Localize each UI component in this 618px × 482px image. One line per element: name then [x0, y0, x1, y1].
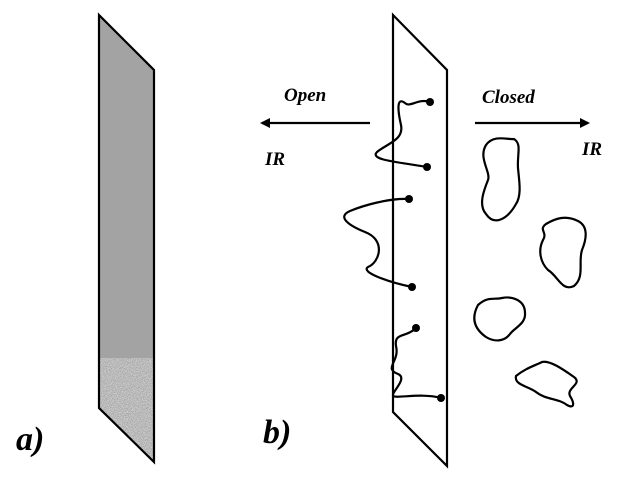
panel-b-strip — [391, 12, 449, 469]
panel-b-label: b) — [263, 414, 291, 451]
open-label: Open — [284, 85, 326, 106]
anchor-dot — [423, 163, 431, 171]
anchor-dots — [405, 98, 445, 402]
anchor-dot — [426, 98, 434, 106]
free-globules — [473, 137, 587, 408]
strip-body — [99, 15, 154, 462]
coated-region — [99, 358, 154, 462]
panel-a-strip — [97, 12, 156, 465]
panel-a-label: a) — [16, 421, 44, 458]
anchor-dot — [405, 195, 413, 203]
globule-2 — [539, 216, 587, 289]
strip-outline — [97, 12, 156, 465]
closed-label: Closed — [482, 87, 535, 108]
chain-3 — [390, 326, 443, 400]
chain-2 — [343, 197, 414, 289]
globule-3 — [473, 296, 527, 342]
anchor-dot — [412, 324, 420, 332]
anchor-dot — [437, 394, 445, 402]
chain-1 — [374, 99, 432, 169]
tethered-chains — [343, 99, 443, 400]
globule-4 — [514, 360, 578, 408]
anchor-dot — [408, 283, 416, 291]
open-ir-label: IR — [264, 149, 285, 170]
closed-ir-label: IR — [581, 139, 602, 160]
globule-1 — [480, 137, 521, 222]
